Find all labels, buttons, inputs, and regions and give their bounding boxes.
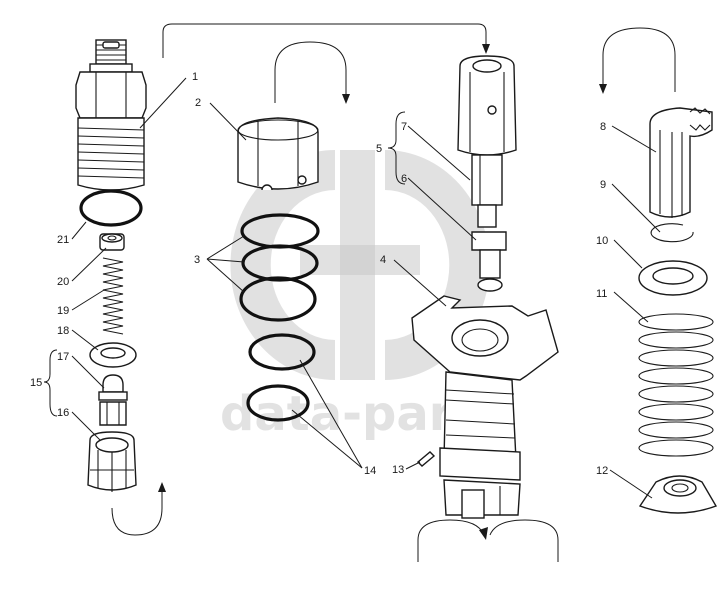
- callout-8: 8: [600, 121, 606, 133]
- part-14-o-ring-b: [246, 384, 310, 422]
- part-11-plunger-spring: [638, 313, 714, 457]
- part-7-plunger: [457, 55, 517, 228]
- callout-7: 7: [401, 121, 407, 133]
- callout-16: 16: [57, 407, 69, 419]
- part-14-o-ring-a: [248, 333, 316, 371]
- callout-17: 17: [57, 351, 69, 363]
- callout-12: 12: [596, 465, 608, 477]
- flow-arrows: [111, 23, 676, 562]
- part-16-valve-seat: [87, 401, 137, 492]
- callout-19: 19: [57, 305, 69, 317]
- part-12-lower-spring-seat: [638, 475, 718, 514]
- part-20-spring-seat: [99, 233, 125, 251]
- callout-10: 10: [596, 235, 608, 247]
- callout-2: 2: [195, 97, 201, 109]
- part-13-screw: [416, 451, 436, 467]
- part-17-delivery-valve: [98, 374, 128, 401]
- callout-18: 18: [57, 325, 69, 337]
- part-3-o-ring-c: [239, 276, 317, 322]
- part-21-o-ring: [79, 189, 143, 227]
- part-2-control-sleeve: [237, 117, 319, 191]
- callout-13: 13: [392, 464, 404, 476]
- callout-11: 11: [596, 288, 607, 300]
- callout-14: 14: [364, 465, 376, 477]
- callout-5: 5: [376, 143, 382, 155]
- callout-15: 15: [30, 377, 42, 389]
- part-6-plunger-foot: [471, 231, 507, 292]
- callout-3: 3: [194, 254, 200, 266]
- callout-9: 9: [600, 179, 606, 191]
- part-1-valve-holder: [75, 39, 147, 191]
- part-10-washer: [638, 260, 708, 296]
- part-4-pump-barrel: [411, 295, 559, 519]
- callout-20: 20: [57, 276, 69, 288]
- callout-21: 21: [57, 234, 69, 246]
- leader-lines: [43, 77, 661, 499]
- part-3-o-ring-b: [241, 244, 319, 282]
- part-19-spring: [102, 257, 124, 335]
- part-8-gear-sleeve: [649, 107, 713, 218]
- part-9-circlip: [650, 223, 694, 243]
- callout-1: 1: [192, 71, 198, 83]
- part-18-washer: [89, 342, 137, 368]
- callout-6: 6: [401, 173, 407, 185]
- callout-4: 4: [380, 254, 386, 266]
